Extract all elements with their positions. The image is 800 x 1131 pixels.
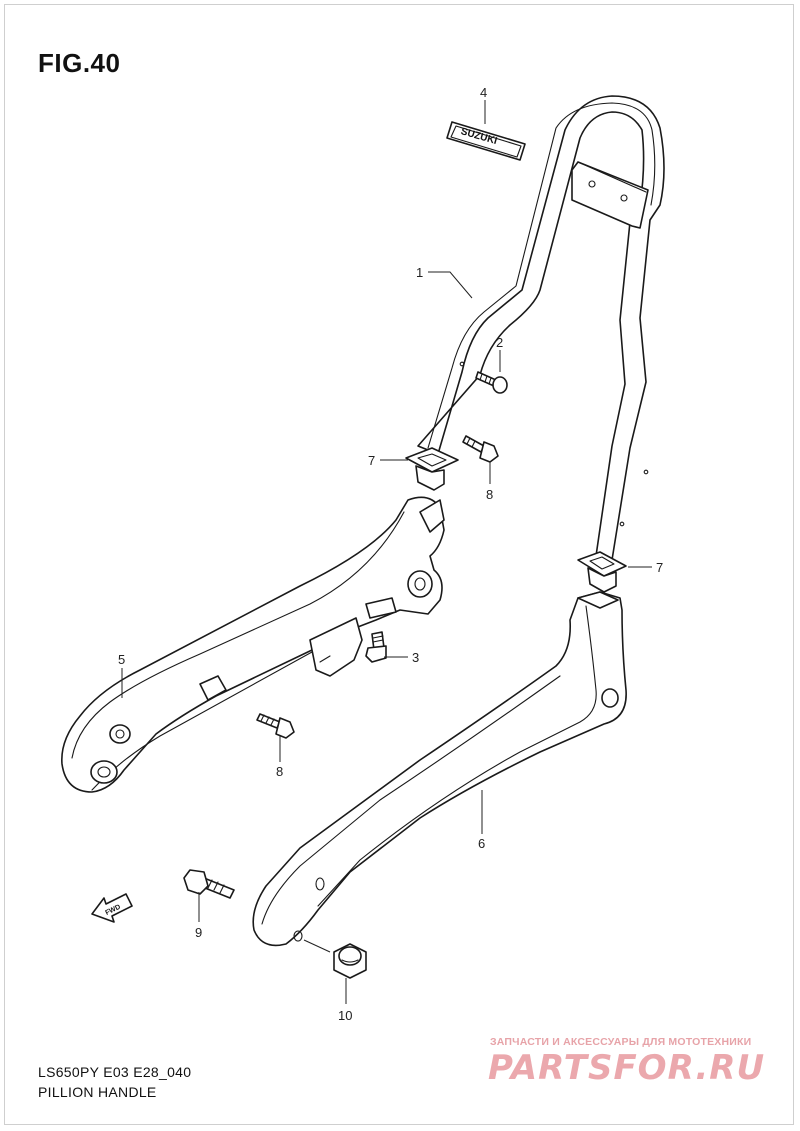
callout-3: 3	[412, 650, 419, 665]
part-9-bolt[interactable]	[183, 869, 235, 899]
callout-2: 2	[496, 335, 503, 350]
part-8-bolt-lower[interactable]	[256, 713, 295, 739]
callout-1: 1	[416, 265, 423, 280]
callout-6: 6	[478, 836, 485, 851]
part-10-cap-nut[interactable]	[333, 943, 367, 979]
part-7-grommet-left[interactable]	[405, 447, 459, 491]
watermark-tagline: ЗАПЧАСТИ И АКСЕССУАРЫ ДЛЯ МОТОТЕХНИКИ	[490, 1036, 752, 1048]
page-frame	[4, 4, 794, 1125]
callout-5: 5	[118, 652, 125, 667]
diagram-caption: PILLION HANDLE	[38, 1084, 157, 1100]
callout-labels: 4 1 2 7 8 7 5 3 8 6 9 10	[118, 85, 663, 1023]
part-1-backrest-handle[interactable]	[417, 95, 665, 561]
part-6-right-handle[interactable]	[252, 591, 627, 947]
callout-8-upper: 8	[486, 487, 493, 502]
callout-10: 10	[338, 1008, 352, 1023]
callout-7-left: 7	[368, 453, 375, 468]
callout-8-lower: 8	[276, 764, 283, 779]
part-4-emblem[interactable]: SUZUKI	[446, 121, 526, 161]
part-8-bolt-upper[interactable]	[462, 435, 499, 463]
part-5-left-handle[interactable]	[61, 496, 445, 793]
callout-9: 9	[195, 925, 202, 940]
model-code: LS650PY E03 E28_040	[38, 1064, 192, 1080]
fwd-arrow-icon: FWD	[91, 893, 133, 923]
part-7-grommet-right[interactable]	[577, 551, 627, 593]
figure-label: FIG.40	[38, 48, 121, 78]
leader-lines	[121, 100, 652, 1004]
watermark-logo: PARTSFOR.RU	[488, 1048, 766, 1088]
callout-4: 4	[480, 85, 487, 100]
part-2-bolt[interactable]	[475, 371, 508, 394]
part-3-bolt[interactable]	[365, 631, 387, 663]
callout-7-right: 7	[656, 560, 663, 575]
